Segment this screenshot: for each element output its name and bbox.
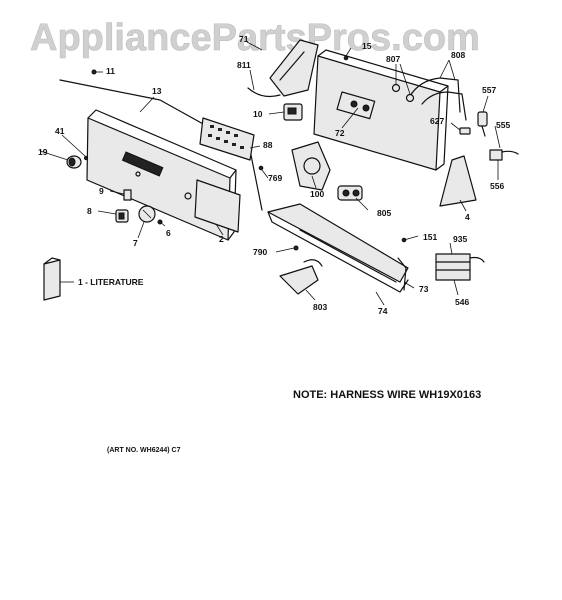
label-811: 811	[237, 60, 251, 70]
part-labels: 71 15 808 807 811 11 13 557 10 72 627 55…	[38, 34, 510, 316]
valve-part-805	[337, 185, 363, 201]
label-15: 15	[362, 41, 372, 51]
part-556	[489, 149, 519, 161]
washer-part-807b	[405, 93, 415, 103]
part-803	[279, 259, 323, 295]
label-41: 41	[55, 126, 65, 136]
screw-part-15	[343, 55, 349, 61]
screw-part-11	[91, 69, 97, 75]
label-546: 546	[455, 297, 469, 307]
label-556: 556	[490, 181, 504, 191]
label-73: 73	[419, 284, 429, 294]
clip-part-9	[123, 189, 132, 201]
label-2: 2	[219, 234, 224, 244]
label-805: 805	[377, 208, 391, 218]
label-769: 769	[268, 173, 282, 183]
label-4: 4	[465, 212, 470, 222]
timer-part-100	[291, 141, 331, 191]
label-100: 100	[310, 189, 324, 199]
part-557	[477, 111, 488, 137]
label-808: 808	[451, 50, 465, 60]
label-803: 803	[313, 302, 327, 312]
label-88: 88	[263, 140, 273, 150]
control-panel-part-13	[59, 79, 263, 241]
backsplash-part-72	[313, 49, 449, 171]
label-11: 11	[106, 66, 115, 76]
label-9: 9	[99, 186, 104, 196]
switch-part-10	[283, 103, 303, 121]
watermark-text: AppliancePartsPros.com	[30, 17, 480, 59]
label-72: 72	[335, 128, 345, 138]
screw-part-41	[83, 155, 89, 161]
label-74: 74	[378, 306, 388, 316]
art-number: (ART NO. WH6244) C7	[107, 447, 181, 454]
label-555: 555	[496, 120, 510, 130]
harness-note: NOTE: HARNESS WIRE WH19X0163	[293, 389, 481, 401]
bracket-part-71	[247, 39, 319, 98]
label-557: 557	[482, 85, 496, 95]
label-10: 10	[253, 109, 263, 119]
label-790: 790	[253, 247, 267, 257]
label-935: 935	[453, 234, 467, 244]
knob-part-7	[138, 205, 156, 223]
label-19: 19	[38, 147, 48, 157]
label-7: 7	[133, 238, 138, 248]
harness-part-546	[435, 253, 485, 281]
knob-part-8	[115, 209, 129, 223]
part-627	[459, 127, 471, 135]
label-151: 151	[423, 232, 437, 242]
screw-part-769	[258, 165, 264, 171]
control-board-part-88	[199, 117, 255, 161]
knob-part-19	[66, 155, 82, 169]
base-channel-part-73	[267, 203, 409, 293]
label-13: 13	[152, 86, 162, 96]
bracket-part-2	[194, 179, 241, 233]
clip-part-790	[293, 245, 299, 251]
label-8: 8	[87, 206, 92, 216]
label-71: 71	[239, 34, 249, 44]
literature-part-1	[43, 257, 61, 301]
label-6: 6	[166, 228, 171, 238]
label-627: 627	[430, 116, 444, 126]
label-literature: 1 - LITERATURE	[78, 277, 144, 287]
washer-part-807a	[391, 83, 401, 93]
leader-lines	[39, 41, 501, 306]
label-807: 807	[386, 54, 400, 64]
end-cap-part-4	[439, 155, 477, 207]
